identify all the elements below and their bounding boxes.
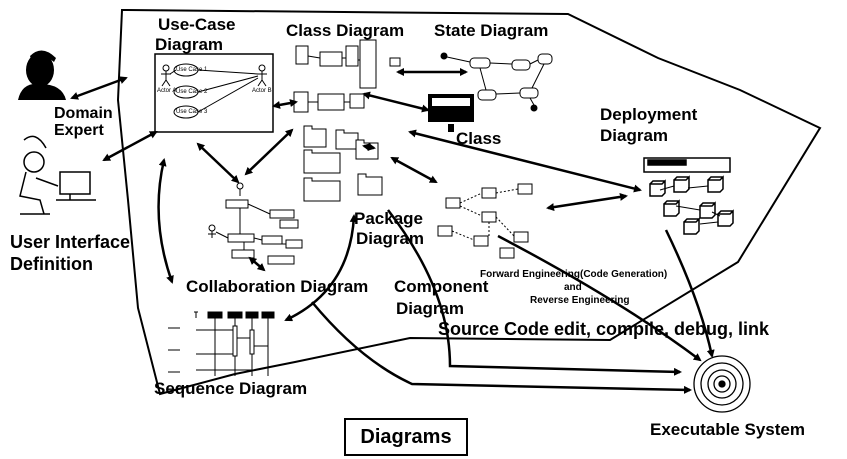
deployment-diagram-label: Deployment: [600, 105, 698, 124]
diagrams-caption-box: Diagrams: [344, 418, 468, 456]
sequence-diagram-figure: [168, 311, 275, 376]
forward-engineering-label-line2: and: [564, 282, 582, 293]
use-case-diagram-label: Use-Case: [158, 15, 236, 34]
use-case-3-label: Use Case 3: [176, 109, 208, 115]
domain-expert-label-line2: Expert: [54, 122, 104, 139]
use-case-1-label: Use Case 1: [176, 67, 208, 73]
source-code-label: Source Code edit, compile, debug, link: [438, 319, 770, 339]
component-diagram-label-line2: Diagram: [396, 299, 465, 318]
actor-b-label: Actor B: [252, 88, 272, 94]
system-boundary: [116, 8, 822, 396]
user-interface-label: User Interface: [10, 232, 131, 252]
component-diagram-label: Component: [394, 277, 489, 296]
class-detail-figure: [428, 94, 474, 132]
forward-engineering-label: Forward Engineering(Code Generation): [480, 269, 668, 280]
use-case-diagram-figure: [154, 53, 274, 133]
package-diagram-label-line2: Diagram: [356, 229, 425, 248]
user-at-computer-icon: [19, 135, 96, 215]
use-case-2-label: Use Case 2: [176, 89, 208, 95]
domain-expert-label: Domain: [54, 105, 113, 122]
actor-a-label: Actor A: [157, 88, 177, 94]
state-diagram-label: State Diagram: [434, 21, 549, 40]
executable-system-icon: [693, 355, 751, 413]
user-interface-label-line2: Definition: [10, 254, 93, 274]
package-diagram-label: Package: [354, 209, 423, 228]
package-diagram-figure: [303, 125, 383, 202]
collaboration-diagram-figure: [208, 182, 303, 265]
relationship-arrows: [70, 68, 715, 394]
deployment-diagram-label-line2: Diagram: [600, 126, 669, 145]
deployment-diagram-figure: [643, 157, 734, 235]
executable-system-label: Executable System: [650, 420, 805, 439]
domain-expert-icon: [18, 50, 66, 100]
sequence-diagram-label: Sequence Diagram: [154, 379, 308, 398]
reverse-engineering-label: Reverse Engineering: [530, 295, 630, 306]
class-label: Class: [456, 129, 502, 148]
diagrams-caption: Diagrams: [360, 425, 452, 448]
use-case-diagram-label-line2: Diagram: [155, 35, 224, 54]
collaboration-diagram-label: Collaboration Diagram: [186, 277, 369, 296]
class-diagram-figure: [293, 39, 401, 113]
state-diagram-figure: [440, 52, 553, 112]
class-diagram-label: Class Diagram: [286, 21, 405, 40]
